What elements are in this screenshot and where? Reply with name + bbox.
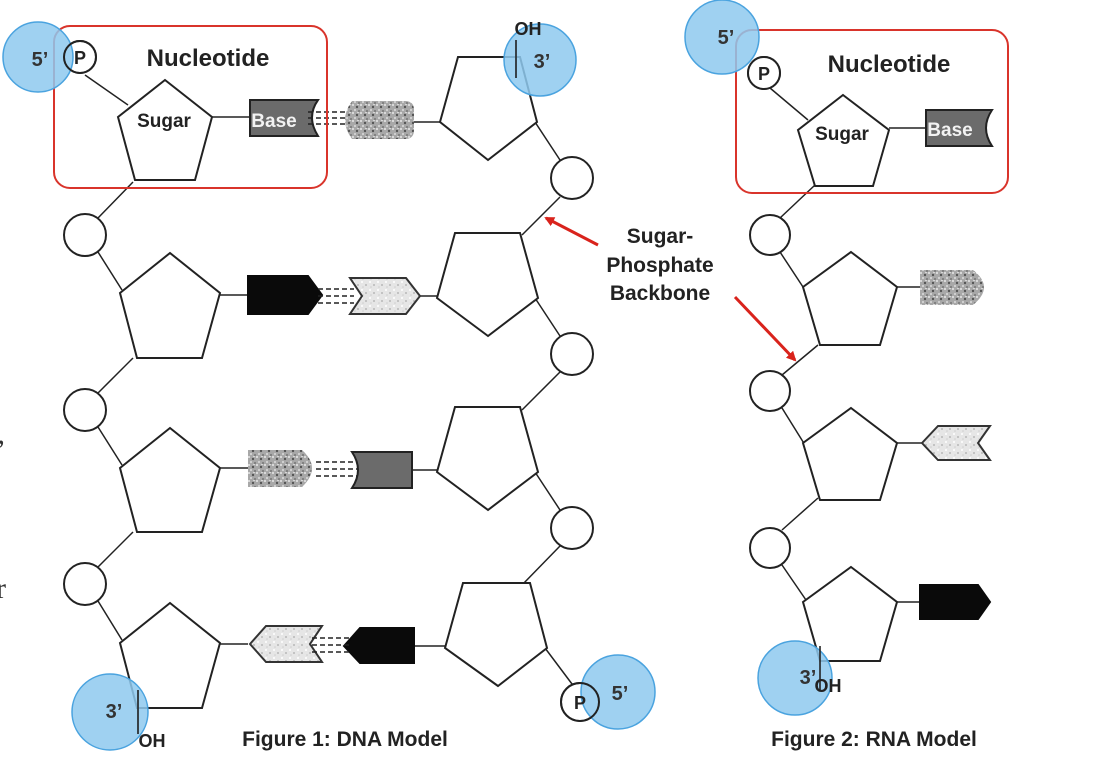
dna-base-black-arrow-2 xyxy=(247,275,324,315)
dna-phosphate-left-3 xyxy=(63,562,107,606)
dna-5prime-top-highlight xyxy=(2,21,74,93)
dna-3prime-bottom: 3’ xyxy=(106,701,123,723)
rna-phosphate-2 xyxy=(749,370,791,412)
dna-base-light-chevron-2 xyxy=(348,277,422,315)
dna-sugar-left-4 xyxy=(118,601,222,709)
backbone-callout: Sugar- Phosphate Backbone xyxy=(544,216,797,362)
dna-nucleotide-box xyxy=(53,25,328,189)
rna-nucleotide-box xyxy=(735,29,1009,194)
rna-phosphate-1 xyxy=(749,214,791,256)
callout-arrow-rna xyxy=(733,295,797,362)
rna-sugar-4 xyxy=(801,565,899,662)
dna-base-label: Base xyxy=(251,111,296,132)
dna-phosphate-label: P xyxy=(74,48,86,68)
dna-base-dark-cup-1 xyxy=(249,99,320,137)
rna-backbone xyxy=(769,87,819,601)
rna-phosphate-label: P xyxy=(758,64,770,84)
dna-base-light-chevron-4 xyxy=(248,625,324,663)
dna-base-dark-cup-3 xyxy=(350,451,413,489)
dna-sugar-label: Sugar xyxy=(137,111,191,132)
callout-line-1: Sugar- xyxy=(627,225,694,248)
dna-oh-top: OH xyxy=(515,19,542,39)
dna-sugar-right-3 xyxy=(435,406,540,512)
dna-sugar-left-3 xyxy=(118,426,222,533)
rna-sugar-label: Sugar xyxy=(815,124,869,145)
rna-base-black-arrow-4 xyxy=(919,584,992,620)
rna-caption: Figure 2: RNA Model xyxy=(771,728,977,751)
dna-base-black-arrow-4 xyxy=(342,627,415,664)
dna-caption: Figure 1: DNA Model xyxy=(242,728,448,751)
dna-hydrogen-bonds xyxy=(308,111,357,653)
dna-nucleotide-title: Nucleotide xyxy=(147,45,270,72)
dna-5prime-bottom: 5’ xyxy=(612,683,629,705)
rna-base-label: Base xyxy=(927,120,972,141)
rna-sugar-1 xyxy=(796,93,891,187)
dna-oh-bottom: OH xyxy=(139,731,166,751)
rna-base-speckled-oval-2 xyxy=(920,270,984,305)
rna-model xyxy=(735,29,1009,662)
rna-5prime: 5’ xyxy=(718,27,735,49)
rna-3prime-highlight xyxy=(757,640,833,716)
rna-phosphate-3 xyxy=(749,527,791,569)
dna-base-speckled-oval-1 xyxy=(345,101,414,139)
dna-left-backbone xyxy=(84,74,134,641)
cropped-edge-text-1: ’ xyxy=(0,434,6,468)
dna-model xyxy=(53,25,600,734)
rna-5prime-highlight xyxy=(684,0,760,75)
rna-sugar-2 xyxy=(801,250,899,346)
dna-3prime-top-highlight xyxy=(503,23,577,97)
callout-line-2: Phosphate xyxy=(606,254,713,277)
cropped-edge-text-2: r xyxy=(0,572,6,605)
callout-line-3: Backbone xyxy=(610,282,710,305)
rna-nucleotide-title: Nucleotide xyxy=(828,51,951,78)
rna-sugar-3 xyxy=(801,406,899,501)
rna-3prime: 3’ xyxy=(800,667,817,689)
dna-sugar-right-2 xyxy=(435,232,540,338)
dna-phosphate-left-2 xyxy=(63,388,107,432)
dna-sugar-left-1 xyxy=(116,78,214,181)
dna-5prime-bottom-highlight xyxy=(580,654,656,730)
rna-base-light-chevron-3 xyxy=(920,425,992,461)
dna-base-speckled-oval-3 xyxy=(248,450,312,487)
dna-phosphate-left-1 xyxy=(63,213,107,257)
dna-5prime-top: 5’ xyxy=(32,49,49,71)
dna-3prime-top: 3’ xyxy=(534,51,551,73)
callout-arrow-dna xyxy=(544,216,599,247)
dna-phosphate-bottom-label: P xyxy=(574,693,586,713)
dna-phosphate-right-2 xyxy=(550,332,594,376)
dna-3prime-bottom-highlight xyxy=(71,673,149,751)
dna-phosphate-right-3 xyxy=(550,506,594,550)
dna-phosphate-right-1 xyxy=(550,156,594,200)
dna-sugar-left-2 xyxy=(118,251,222,359)
rna-base-dark-cup-1 xyxy=(925,109,994,147)
dna-right-backbone xyxy=(521,121,576,689)
rna-oh: OH xyxy=(815,676,842,696)
dna-sugar-right-4 xyxy=(443,582,549,688)
